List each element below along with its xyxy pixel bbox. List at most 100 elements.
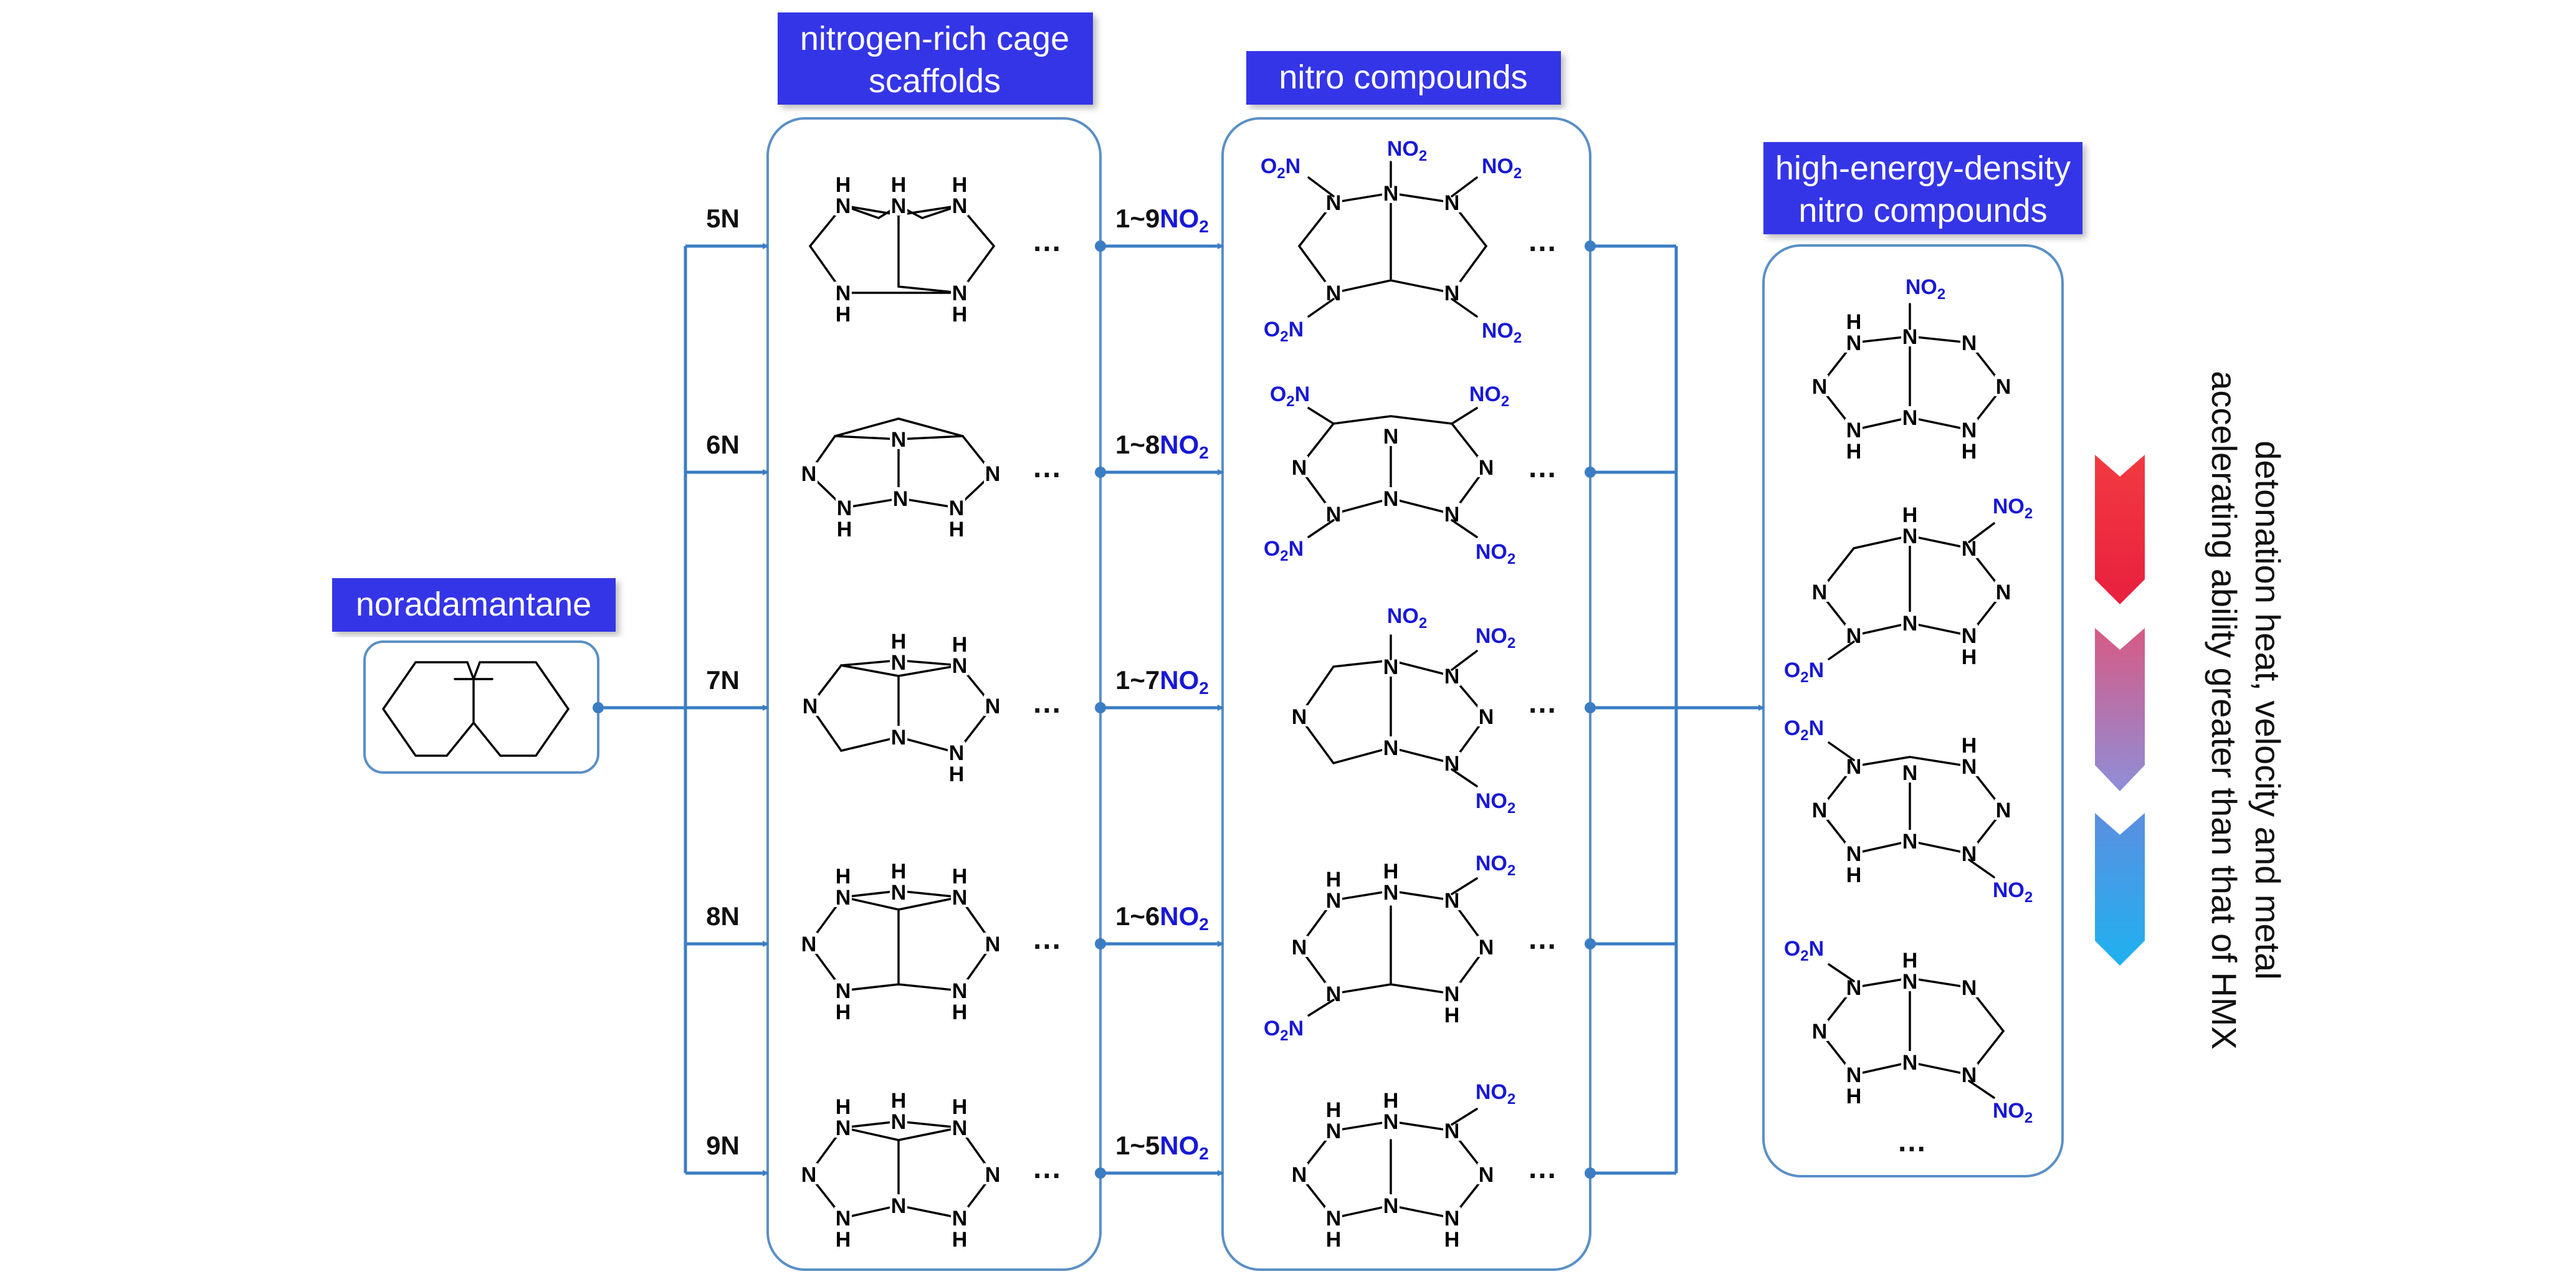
nitro-alt-sub: 2 (1280, 1027, 1288, 1044)
nitrogen-atom: N (985, 695, 1001, 718)
nitro-alt-main: O (1270, 383, 1286, 406)
nitrogen-atom: N (891, 1194, 907, 1218)
atom-mask (1901, 525, 1919, 546)
atom-mask (834, 1207, 852, 1228)
nitrogen-atom: N (891, 428, 907, 452)
nitrogen-atom: N (836, 1207, 851, 1230)
nitrogen-atom: N (1846, 976, 1862, 1000)
hydrogen-atom: H (1846, 1085, 1862, 1108)
atom-mask (1290, 456, 1308, 477)
merge-dot (1585, 1167, 1596, 1179)
atom-mask (834, 979, 852, 1001)
nitro-main: NO (1993, 495, 2025, 518)
reagent-group: NO (1160, 430, 1199, 459)
nitro-group: NO2 (1469, 383, 1509, 410)
nitro-alt-main: O (1264, 537, 1280, 561)
nitrogen-atom: N (1902, 830, 1918, 854)
hed-label-line2: nitro compounds (1798, 192, 2047, 229)
nitrogen-atom: N (1996, 799, 2011, 822)
atom-mask (890, 194, 907, 216)
flow-network (593, 240, 1765, 1179)
bond (1451, 519, 1478, 538)
noradamantane-label-text: noradamantane (356, 586, 591, 623)
scaffold-ellipsis: … (1032, 687, 1062, 720)
nitrogen-atom: N (1326, 889, 1342, 913)
bond (1828, 963, 1855, 982)
nitrogen-atom: N (836, 979, 851, 1003)
hydrogen-atom: H (836, 303, 851, 326)
nitro-main: NO (1469, 383, 1501, 406)
atom-mask (1382, 881, 1400, 902)
nitrogen-atom: N (1444, 191, 1460, 215)
scaffolds-label-line2: scaffolds (869, 62, 1001, 100)
nitro-group: NO2 (1387, 137, 1427, 164)
nitro-main: NO (1482, 155, 1514, 178)
nitro-alt-sub: 2 (1286, 393, 1294, 410)
nitrogen-atom: N (1962, 976, 1977, 1000)
nitrogen-atom: N (893, 487, 909, 511)
nitrogen-atom: N (1962, 624, 1977, 648)
hydrogen-atom: H (952, 303, 968, 326)
nitrogen-atom: N (1479, 705, 1494, 729)
nitrogen-atom: N (1444, 1207, 1460, 1230)
hydrogen-atom: H (891, 630, 907, 654)
atom-mask (1845, 976, 1863, 997)
atom-mask (1443, 665, 1461, 686)
nitro-main: NO (1993, 878, 2025, 902)
reagent-subscript: 2 (1199, 915, 1209, 934)
nitrogen-atom: N (1962, 331, 1977, 355)
atom-mask (800, 933, 818, 954)
nitro-sub: 2 (1507, 635, 1515, 652)
nitrogen-atom: N (952, 886, 968, 910)
atom-mask (1960, 419, 1978, 440)
scaffold-ellipsis: … (1032, 451, 1062, 484)
nitro-panel (1221, 117, 1591, 1271)
merge-dot (1585, 702, 1596, 713)
nitrogen-atom: N (985, 462, 1001, 486)
nitro-main: NO (1387, 604, 1419, 628)
nitrogen-atom: N (1962, 537, 1977, 561)
scaffold-ellipsis: … (1032, 1152, 1062, 1185)
nitro-group: NO2 (1993, 878, 2033, 906)
atom-mask (1325, 1120, 1342, 1141)
merge-dot (1585, 467, 1596, 478)
atom-mask (1811, 799, 1828, 820)
hydrogen-atom: H (949, 518, 965, 541)
nitro-ellipsis: … (1527, 225, 1557, 258)
bond (1307, 298, 1335, 318)
nitrogen-atom: N (985, 1163, 1001, 1187)
nitro-compound-5n (1297, 192, 1488, 294)
property-note-line1: detonation heat, velocity and metal (2248, 440, 2287, 979)
atom-mask (1995, 799, 2012, 820)
nitro-sub: 2 (1514, 330, 1522, 346)
bond (1451, 877, 1478, 895)
hydrogen-atom: H (1444, 1004, 1460, 1027)
nitro-alt-end: N (1289, 537, 1304, 561)
atom-mask (1960, 976, 1978, 997)
hed-ellipsis: … (1897, 1125, 1927, 1158)
nitrogen-atom: N (891, 194, 907, 218)
nitrogen-atom: N (1846, 1063, 1862, 1087)
bond (1451, 768, 1478, 787)
nitro-alt-end: N (1286, 155, 1301, 178)
nitro-group: O2N (1264, 318, 1304, 345)
property-gradient-chevrons (2095, 455, 2145, 966)
atom-mask (951, 1116, 968, 1138)
hydrogen-atom: H (1444, 1228, 1460, 1252)
nitro-group: NO2 (1476, 789, 1515, 817)
nitrogen-atom: N (891, 1110, 907, 1134)
nitro-alt-sub: 2 (1800, 669, 1808, 686)
nitro-sub: 2 (2025, 889, 2033, 906)
nitration-reagent: 1~9NO2 (1115, 204, 1209, 236)
atom-mask (1443, 191, 1461, 212)
atom-mask (890, 651, 907, 672)
nitrogen-atom: N (1383, 1110, 1399, 1134)
reagent-range: 1~5 (1115, 1131, 1160, 1160)
reagent-subscript: 2 (1199, 443, 1209, 462)
atom-mask (1901, 1051, 1919, 1072)
atom-mask (892, 487, 909, 508)
nitro-group: NO2 (1387, 604, 1427, 632)
nitrogen-atom: N (1292, 456, 1307, 480)
atom-mask (1477, 1163, 1495, 1184)
atom-mask (1960, 624, 1978, 645)
